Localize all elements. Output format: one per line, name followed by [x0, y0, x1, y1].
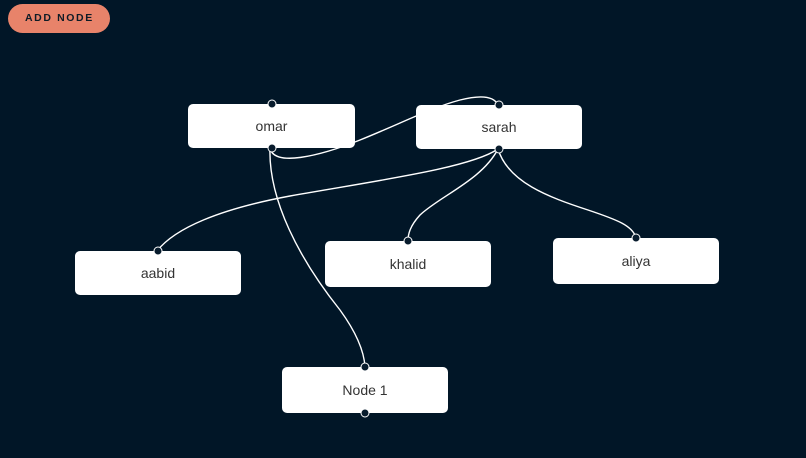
node-handle-top[interactable] — [494, 100, 504, 110]
graph-edge[interactable] — [497, 148, 637, 239]
node-handle-bottom[interactable] — [267, 143, 276, 153]
graph-node-khalid[interactable]: khalid — [325, 236, 491, 287]
toolbar: ADD NODE — [8, 4, 110, 33]
node-handle-top[interactable] — [267, 99, 276, 109]
node-handle-top[interactable] — [631, 233, 641, 243]
node-handle-top[interactable] — [360, 362, 370, 372]
node-label: khalid — [389, 256, 427, 272]
node-label: aliya — [621, 253, 651, 269]
node-handle-bottom[interactable] — [360, 408, 370, 418]
graph-node-omar[interactable]: omar — [188, 99, 355, 153]
graph-node-node-1[interactable]: Node 1 — [282, 362, 448, 418]
node-label: aabid — [140, 265, 176, 281]
node-handle-top[interactable] — [153, 246, 163, 256]
graph-edge[interactable] — [407, 148, 499, 242]
node-handle-bottom[interactable] — [494, 144, 504, 154]
graph-node-sarah[interactable]: sarah — [416, 100, 582, 154]
node-label: sarah — [481, 119, 517, 135]
add-node-button[interactable]: ADD NODE — [8, 4, 110, 33]
node-label: omar — [255, 118, 288, 134]
graph-edge[interactable] — [156, 148, 499, 252]
graph-node-aabid[interactable]: aabid — [75, 246, 241, 295]
graph-node-aliya[interactable]: aliya — [553, 233, 719, 284]
node-label: Node 1 — [342, 382, 388, 398]
node-handle-top[interactable] — [403, 236, 413, 246]
